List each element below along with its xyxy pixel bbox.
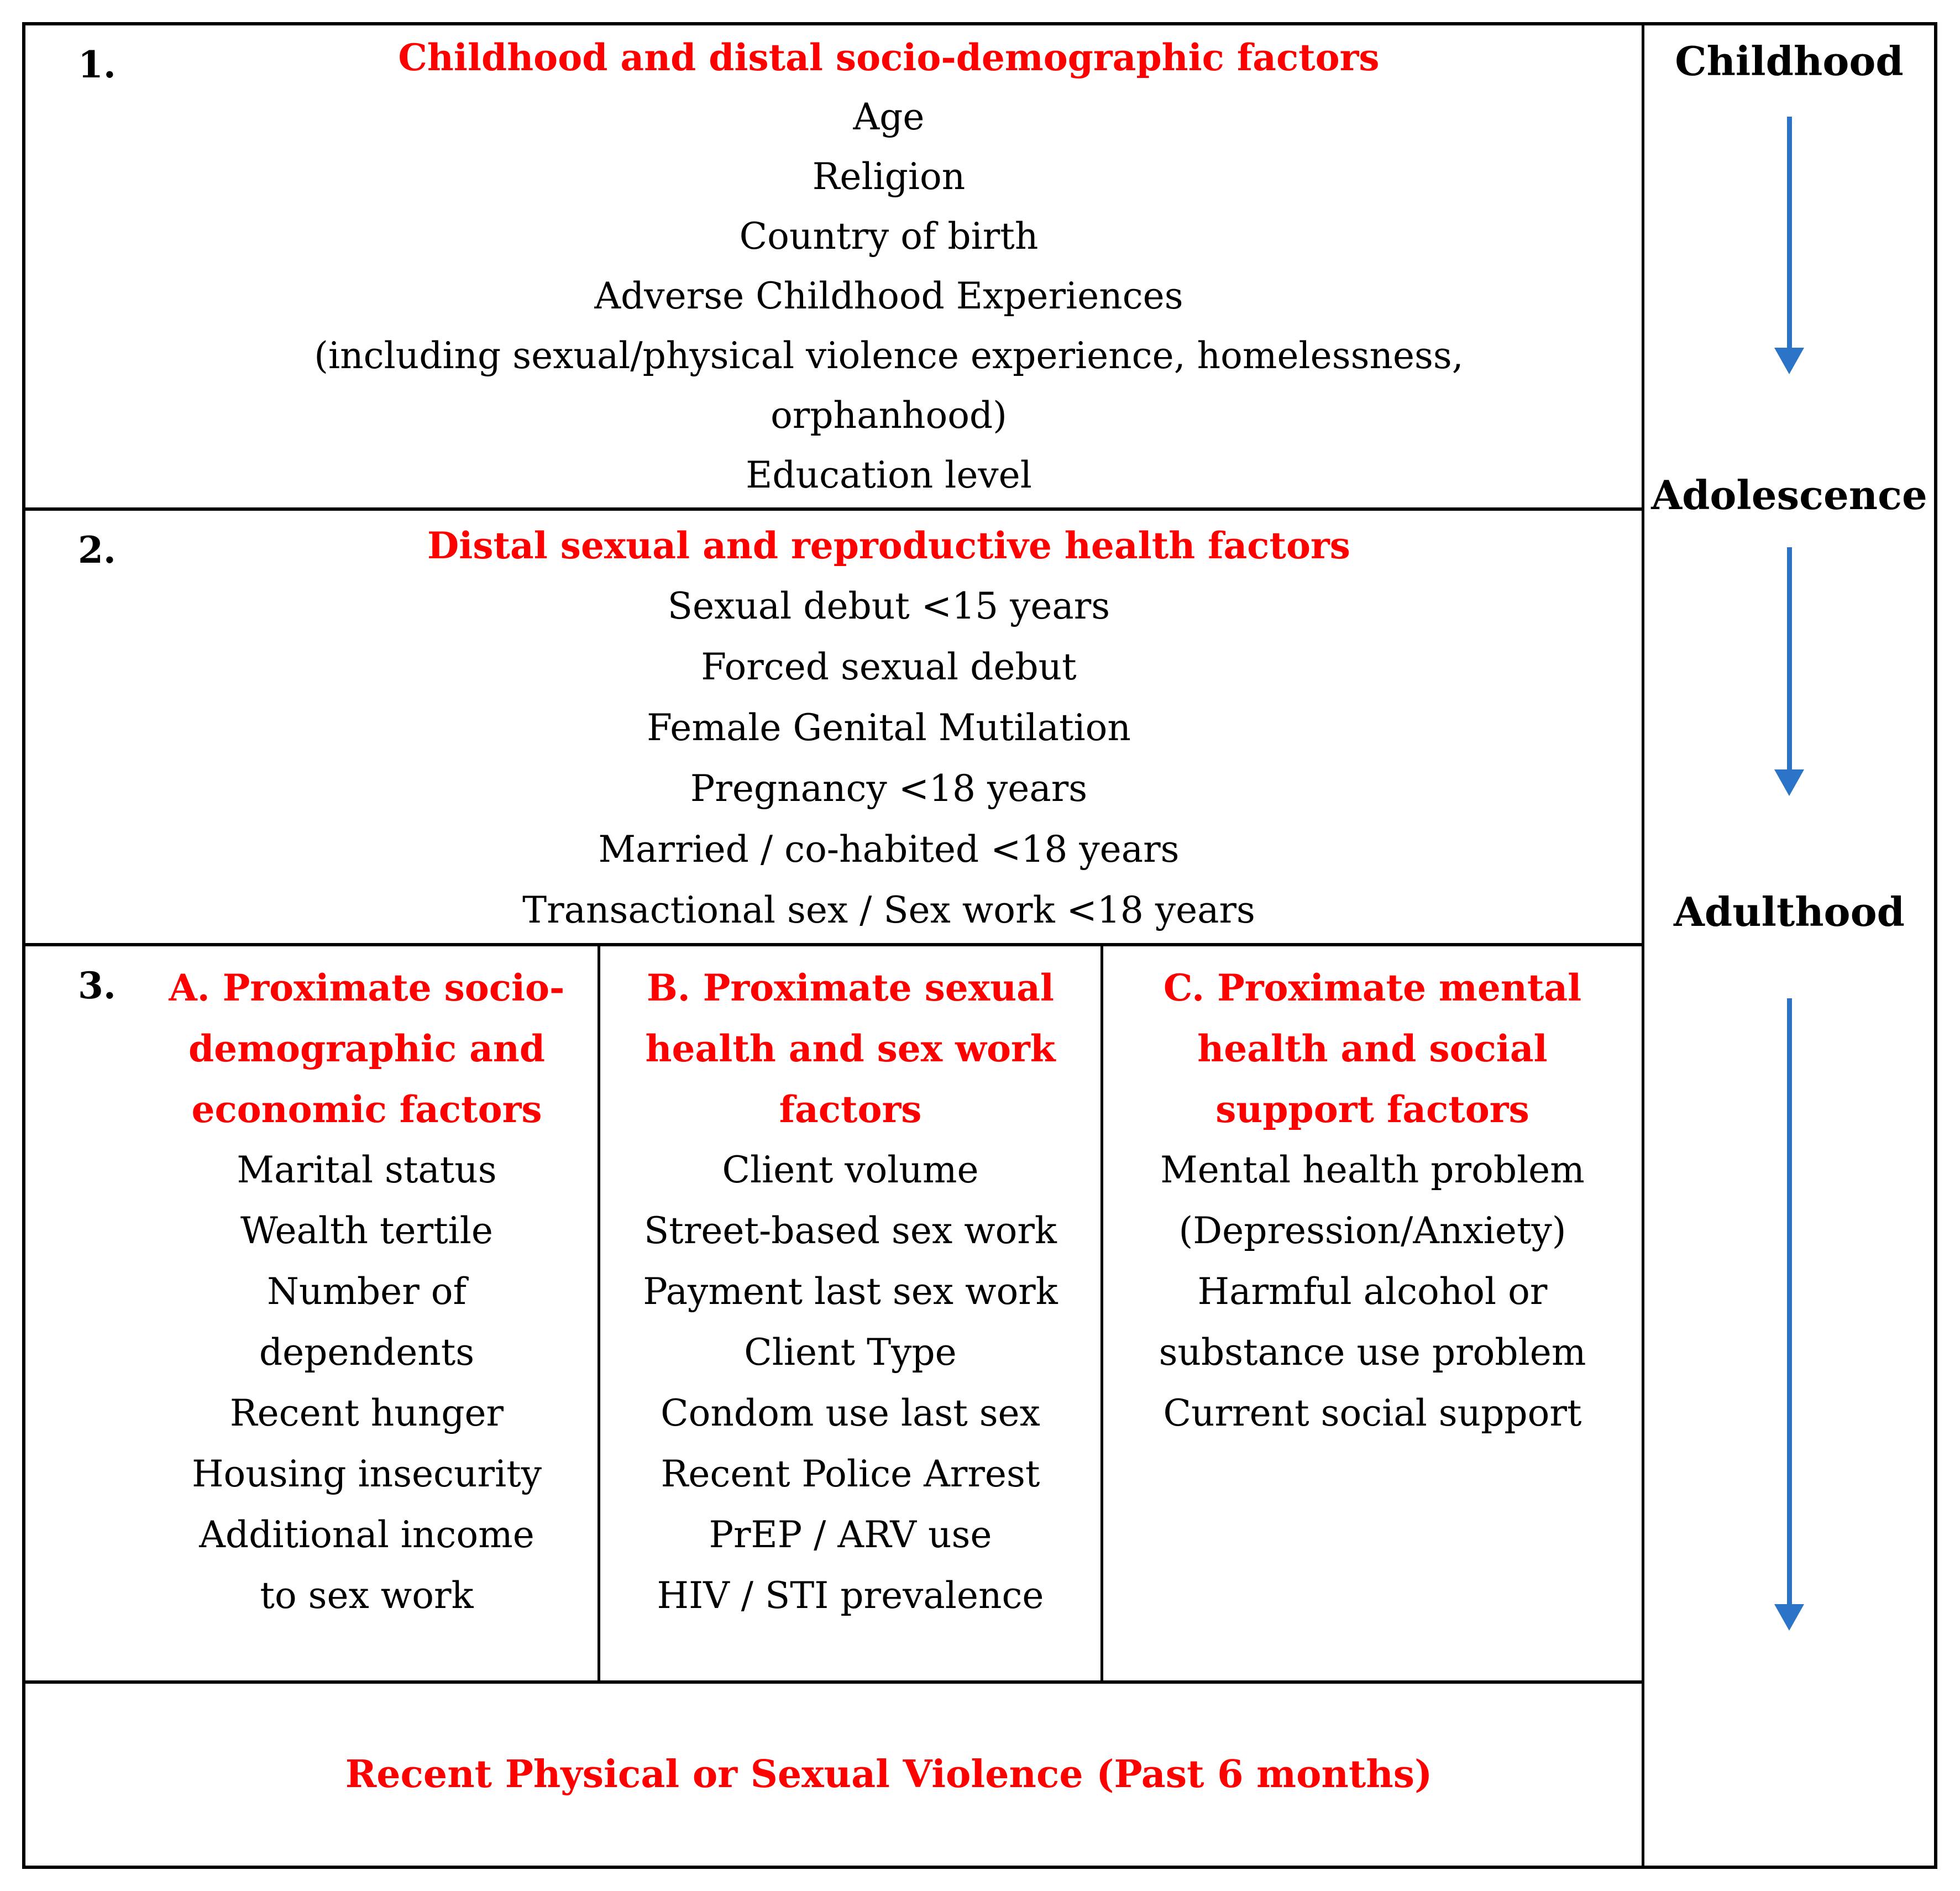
down-arrow-icon	[1774, 998, 1804, 1631]
outcome-box: Recent Physical or Sexual Violence (Past…	[25, 1680, 1642, 1866]
factor-item: Number of dependents	[259, 1270, 475, 1374]
arrow-head	[1774, 769, 1804, 796]
column-socio-demographic-economic: A. Proximate socio-demographic and econo…	[136, 946, 598, 1680]
down-arrow-icon	[1774, 117, 1804, 374]
section-content: Distal sexual and reproductive health fa…	[136, 511, 1642, 941]
factor-item: Religion	[812, 155, 966, 198]
section-proximate-factors: 3. A. Proximate socio-demographic and ec…	[25, 943, 1642, 1680]
section-number: 2.	[78, 528, 116, 572]
timeline-stage-adolescence: Adolescence	[1651, 472, 1927, 518]
factor-item: Sexual debut <15 years	[667, 585, 1110, 627]
section-number: 3.	[78, 964, 116, 1007]
life-course-timeline: Childhood Adolescence Adulthood	[1642, 25, 1934, 1866]
factor-item: Adverse Childhood Experiences	[594, 275, 1183, 317]
section-distal-srh-factors: 2. Distal sexual and reproductive health…	[25, 507, 1642, 943]
factor-item: Recent Police Arrest	[661, 1453, 1040, 1495]
factor-item: Condom use last sex	[661, 1392, 1040, 1434]
factor-item: Client volume	[722, 1149, 979, 1191]
column-heading: C. Proximate mental health and social su…	[1163, 966, 1582, 1131]
factor-item: Housing insecurity	[192, 1453, 542, 1495]
column-heading: A. Proximate socio-demographic and econo…	[169, 966, 565, 1131]
factor-item: Mental health problem (Depression/Anxiet…	[1160, 1149, 1585, 1252]
factor-item: (including sexual/physical violence expe…	[314, 334, 1464, 437]
column-mental-health-social-support: C. Proximate mental health and social su…	[1100, 946, 1642, 1680]
arrow-head	[1774, 1604, 1804, 1631]
factor-item: PrEP / ARV use	[709, 1513, 992, 1556]
factor-item: Client Type	[744, 1331, 957, 1374]
factor-item: Pregnancy <18 years	[690, 767, 1088, 810]
arrow-stem	[1786, 547, 1792, 769]
factor-item: Payment last sex work	[643, 1270, 1058, 1313]
section-heading: Childhood and distal socio-demographic f…	[398, 36, 1380, 79]
timeline-stage-childhood: Childhood	[1675, 38, 1904, 85]
section-number: 1.	[78, 43, 116, 86]
section-childhood-distal-factors: 1. Childhood and distal socio-demographi…	[25, 25, 1642, 507]
factor-item: Current social support	[1163, 1392, 1582, 1434]
column-sexual-health-sex-work: B. Proximate sexual health and sex work …	[598, 946, 1100, 1680]
factor-item: Recent hunger	[229, 1392, 504, 1434]
factor-item: Wealth tertile	[240, 1209, 493, 1252]
framework-table: 1. Childhood and distal socio-demographi…	[22, 22, 1937, 1869]
outcome-label: Recent Physical or Sexual Violence (Past…	[345, 1752, 1433, 1797]
column-heading: B. Proximate sexual health and sex work …	[645, 966, 1056, 1131]
proximate-columns: A. Proximate socio-demographic and econo…	[136, 946, 1642, 1680]
factor-item: Female Genital Mutilation	[647, 706, 1131, 749]
factor-item: Additional income to sex work	[199, 1513, 534, 1617]
factors-table: 1. Childhood and distal socio-demographi…	[25, 25, 1642, 1866]
arrow-head	[1774, 348, 1804, 374]
down-arrow-icon	[1774, 547, 1804, 796]
factor-item: Harmful alcohol or substance use problem	[1159, 1270, 1586, 1374]
section-content: Childhood and distal socio-demographic f…	[136, 25, 1642, 505]
factor-item: HIV / STI prevalence	[657, 1574, 1044, 1617]
factor-item: Education level	[746, 454, 1032, 496]
arrow-stem	[1786, 998, 1792, 1604]
factor-item: Age	[853, 96, 925, 138]
factor-item: Forced sexual debut	[701, 646, 1077, 688]
section-heading: Distal sexual and reproductive health fa…	[427, 524, 1350, 567]
arrow-stem	[1786, 117, 1792, 348]
factor-item: Street-based sex work	[644, 1209, 1057, 1252]
factor-item: Country of birth	[739, 215, 1039, 258]
factor-item: Transactional sex / Sex work <18 years	[522, 889, 1255, 931]
timeline-stage-adulthood: Adulthood	[1674, 888, 1905, 935]
factor-item: Marital status	[237, 1149, 497, 1191]
factor-item: Married / co-habited <18 years	[598, 828, 1180, 871]
